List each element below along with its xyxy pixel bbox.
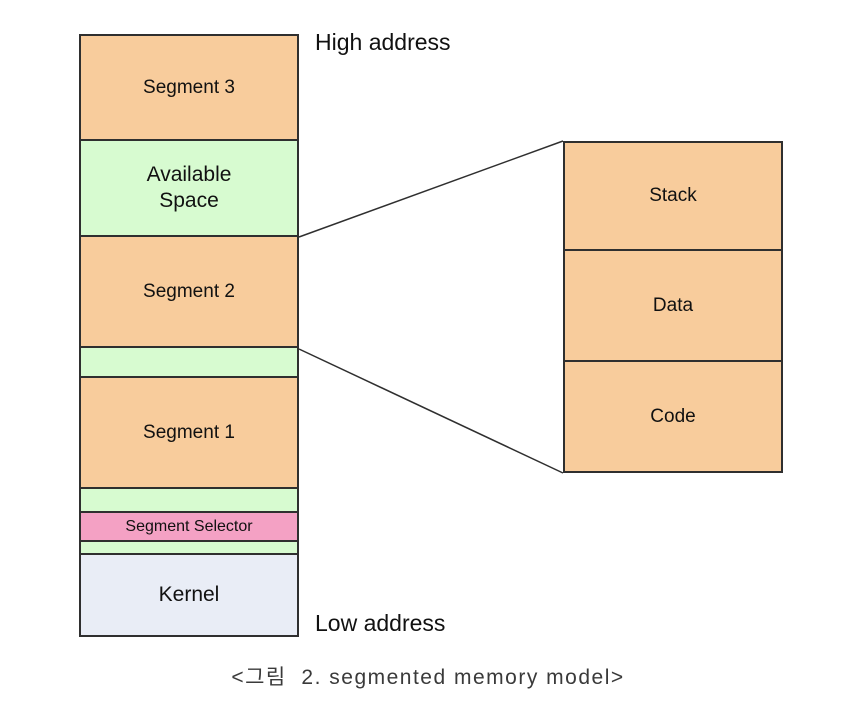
data-label: Data [652,294,694,316]
code-label: Code [650,405,696,427]
available-space-label: Available Space [146,162,232,212]
data-section: Data [563,249,783,362]
stack-section: Stack [563,141,783,251]
segment-3-label: Segment 3 [143,76,235,98]
segment-1-label: Segment 1 [143,421,235,443]
free-space-spacer [79,487,299,513]
code-section: Code [563,360,783,473]
segment-2-label: Segment 2 [143,280,235,302]
high-address-label: High address [315,29,451,55]
segment-3-box: Segment 3 [79,34,299,141]
kernel-box: Kernel [79,553,299,637]
segment-selector-label: Segment Selector [125,517,253,535]
kernel-label: Kernel [158,583,220,606]
figure-caption: <그림 2. segmented memory model> [231,666,625,689]
segment-1-box: Segment 1 [79,376,299,489]
segment-detail-box: Stack Data Code [563,141,783,473]
segment-2-box: Segment 2 [79,235,299,348]
stack-label: Stack [649,185,697,206]
memory-column: Segment 3 Available Space Segment 2 Segm… [79,34,299,637]
low-address-label: Low address [315,610,446,636]
connector-line-bottom [298,348,564,474]
free-space-spacer [79,346,299,378]
segment-selector-box: Segment Selector [79,511,299,542]
available-space-box: Available Space [79,139,299,237]
connector-line-top [298,140,564,238]
